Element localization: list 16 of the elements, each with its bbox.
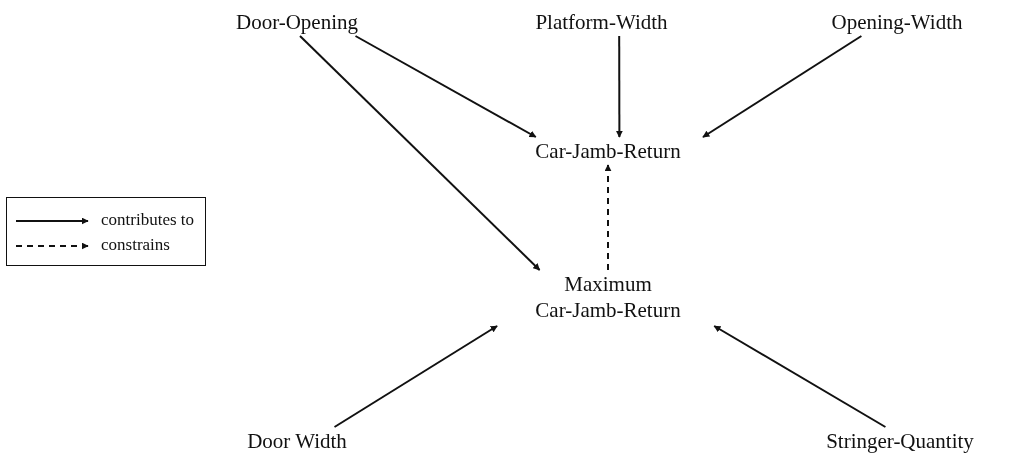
arrow — [333, 325, 499, 428]
arrow — [713, 325, 887, 428]
node-label: Platform-Width — [535, 9, 668, 35]
node-label: Stringer-Quantity — [826, 428, 974, 454]
legend-label: constrains — [101, 235, 170, 255]
node-label: Door-Opening — [235, 9, 359, 35]
node-label: Opening-Width — [831, 9, 963, 35]
arrow — [702, 35, 863, 138]
arrow — [354, 35, 537, 138]
legend-label: contributes to — [101, 210, 194, 230]
arrow — [615, 35, 623, 138]
node-label: Car-Jamb-Return — [535, 138, 681, 164]
node-label: Maximum Car-Jamb-Return — [535, 271, 681, 323]
arrow — [299, 35, 541, 271]
dashed-arrow — [604, 164, 612, 271]
node-label: Door Width — [247, 428, 347, 454]
